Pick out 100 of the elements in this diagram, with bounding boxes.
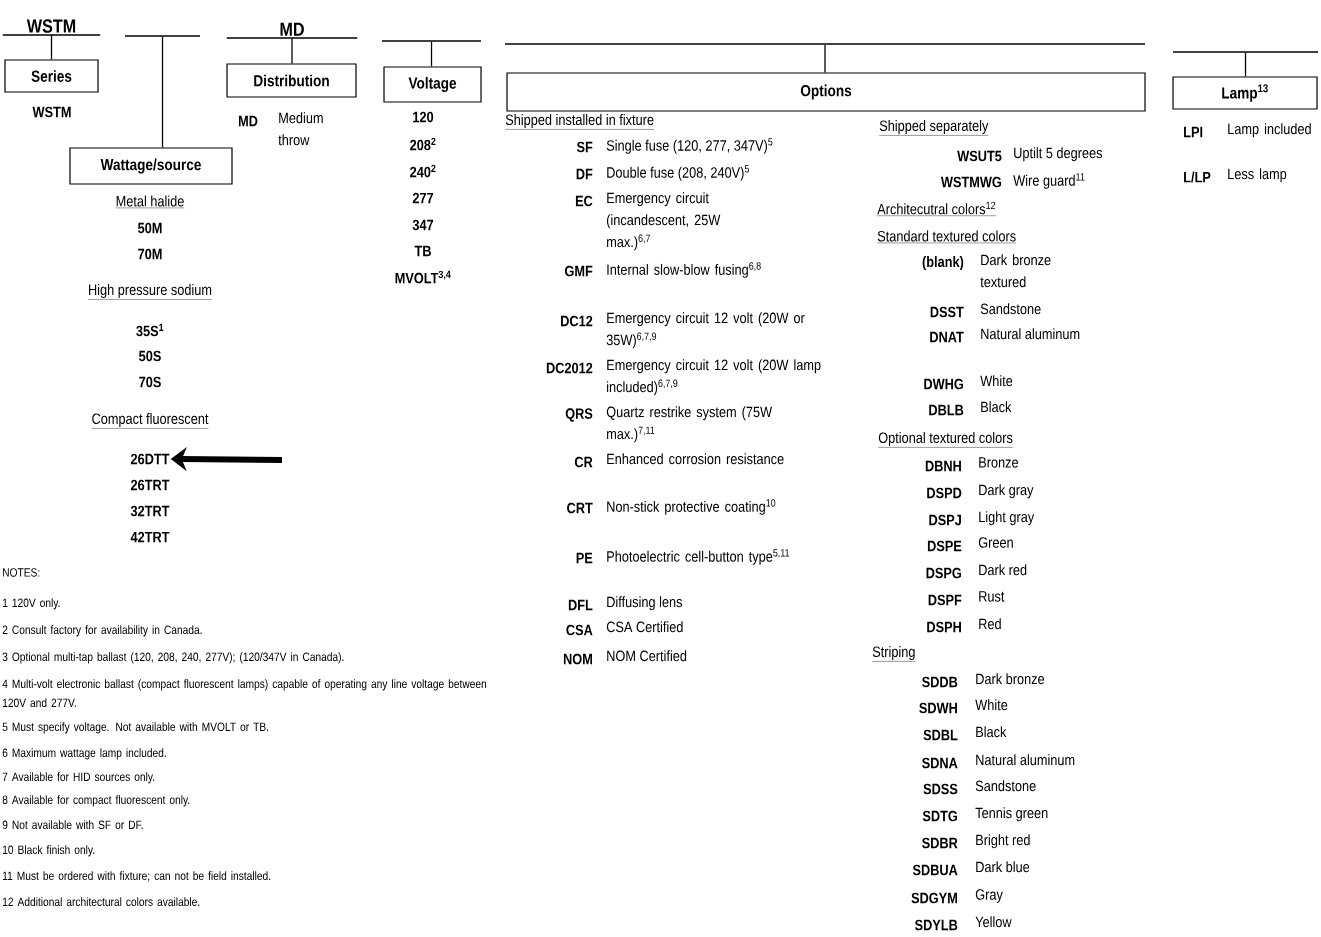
option-description: Yellow: [975, 916, 1012, 928]
footnote: 10 Black finish only.: [3, 845, 95, 857]
option-code: LPI: [1184, 126, 1203, 138]
option-code: GMF: [565, 265, 593, 277]
option-description: Dark red: [979, 564, 1027, 576]
option-code: 35S$^{1}$: [136, 323, 164, 337]
footnote: 7 Available for HID sources only.: [2, 772, 155, 784]
option-description: Medium throw: [278, 112, 323, 146]
option-code: SDBR: [922, 837, 958, 849]
option-code: SDTG: [922, 810, 957, 822]
category-heading: Optional textured colors: [878, 432, 1014, 448]
option-description: Non-stick protective coating$^{10}$: [607, 499, 776, 515]
option-code: DF: [576, 168, 593, 180]
category-box: Series: [4, 59, 99, 93]
footnote: 6 Maximum wattage lamp included.: [2, 748, 166, 760]
option-code: CR: [574, 456, 593, 468]
option-description: NOM Certified: [607, 650, 687, 662]
option-code: 208$^{2}$: [410, 137, 436, 151]
option-code: SDBL: [923, 729, 958, 741]
option-code: (blank): [922, 256, 964, 270]
option-description: Sandstone: [980, 303, 1041, 315]
footnote: 5 Must specify voltage. Not available with MVOLT or TB.: [2, 722, 269, 734]
category-box: Voltage: [383, 66, 482, 103]
option-code: DFL: [568, 599, 593, 611]
option-description: Enhanced corrosion resistance: [607, 453, 784, 465]
option-description: Bright red: [976, 834, 1030, 849]
footnote: 12 Additional architectural colors available.: [3, 897, 200, 906]
connector-line: [50, 34, 53, 61]
option-code: 240$^{2}$: [410, 164, 436, 178]
option-description: Quartz restrike system (75W max.)$^{7,11}$: [606, 406, 773, 443]
option-description: Photoelectric cell-button type$^{5,11}$: [607, 549, 790, 565]
category-heading: High pressure sodium: [87, 284, 213, 300]
option-description: Red: [979, 618, 1001, 630]
option-description: CSA Certified: [606, 621, 683, 633]
option-description: Sandstone: [975, 780, 1036, 792]
option-description: Black: [981, 401, 1012, 413]
option-code: WSTM: [32, 106, 71, 118]
option-code: 50M: [138, 222, 162, 234]
option-code: EC: [575, 195, 593, 207]
connector-line: [1244, 52, 1247, 78]
code-slot-line: [125, 35, 200, 37]
option-code: 347: [412, 219, 434, 231]
option-code: SDSS: [923, 783, 958, 795]
option-description: Diffusing lens: [607, 596, 683, 611]
code-slot: WSTM: [2, 19, 101, 36]
option-code: PE: [576, 552, 593, 564]
option-code: SDBUA: [912, 864, 958, 876]
option-code: SDYLB: [914, 919, 958, 931]
option-description: Natural aluminum: [976, 754, 1075, 766]
option-description: Uptilt 5 degrees: [1014, 147, 1103, 162]
category-box: Wattage/source: [69, 147, 233, 185]
option-description: Lamp included: [1228, 123, 1311, 138]
option-code: CSA: [566, 624, 593, 636]
option-code: SDWH: [919, 702, 957, 714]
option-code: SDNA: [922, 757, 958, 769]
option-code: SF: [576, 141, 593, 153]
option-code: 32TRT: [130, 505, 170, 517]
footnote: 11 Must be ordered with fixture; can not be field installed.: [3, 871, 271, 882]
category-box: Options: [506, 72, 1146, 112]
option-code: SDDB: [922, 676, 958, 688]
option-code: TB: [414, 245, 431, 257]
option-code: 26TRT: [130, 479, 170, 491]
option-description: Tennis green: [975, 807, 1048, 822]
option-description: Emergency circuit 12 volt (20W lamp included)$^{6,7,9}$: [607, 359, 821, 396]
option-code: SDGYM: [911, 892, 957, 904]
footnote: 4 Multi-volt electronic ballast (compact fluorescent lamps) capable of operating any line voltage between 120V and 277V.: [2, 679, 487, 707]
code-slot-line: [382, 40, 481, 42]
option-code: 277: [412, 192, 434, 204]
option-code: DSPG: [926, 567, 961, 579]
option-description: Wire guard$^{11}$: [1013, 173, 1085, 189]
connector-line: [291, 37, 293, 65]
option-code: MD: [238, 115, 258, 127]
option-description: Black: [976, 726, 1007, 738]
option-description: White: [975, 699, 1008, 711]
footnote: 3 Optional multi-tap ballast (120, 208, 240, 277V); (120/347V in Canada).: [2, 652, 344, 664]
code-slot-line: [505, 43, 1145, 45]
option-code: QRS: [565, 408, 593, 422]
option-code: 50S: [139, 350, 161, 362]
option-code: DNAT: [930, 331, 964, 343]
option-code: DBNH: [925, 460, 961, 472]
option-code: L/LP: [1184, 171, 1211, 183]
footnote: 2 Consult factory for availability in Canada.: [2, 625, 202, 637]
option-description: Bronze: [979, 457, 1019, 468]
option-description: Emergency circuit 12 volt (20W or 35W)$^{6,7,9}$: [606, 312, 805, 349]
option-description: Single fuse (120, 277, 347V)$^{5}$: [606, 138, 773, 154]
category-heading: Architecutral colors$^{12}$: [877, 201, 997, 216]
code-slot-line: [1173, 51, 1318, 53]
connector-line: [161, 36, 164, 149]
option-code: 26DTT: [130, 453, 170, 465]
footnote: NOTES:: [3, 568, 40, 577]
option-description: Emergency circuit (incandescent, 25W max.)$^{6,7}$: [607, 192, 721, 251]
category-box: Lamp$^{13}$: [1172, 76, 1318, 110]
option-code: 70S: [139, 376, 161, 388]
category-box: Distribution: [226, 63, 357, 98]
footnote: 9 Not available with SF or DF.: [2, 820, 143, 829]
option-description: Internal slow-blow fusing$^{6,8}$: [607, 262, 761, 278]
connector-line: [430, 41, 433, 68]
option-code: DBLB: [929, 404, 964, 416]
option-code: MVOLT$^{3,4}$: [395, 270, 451, 284]
option-description: Dark bronze: [976, 673, 1045, 685]
